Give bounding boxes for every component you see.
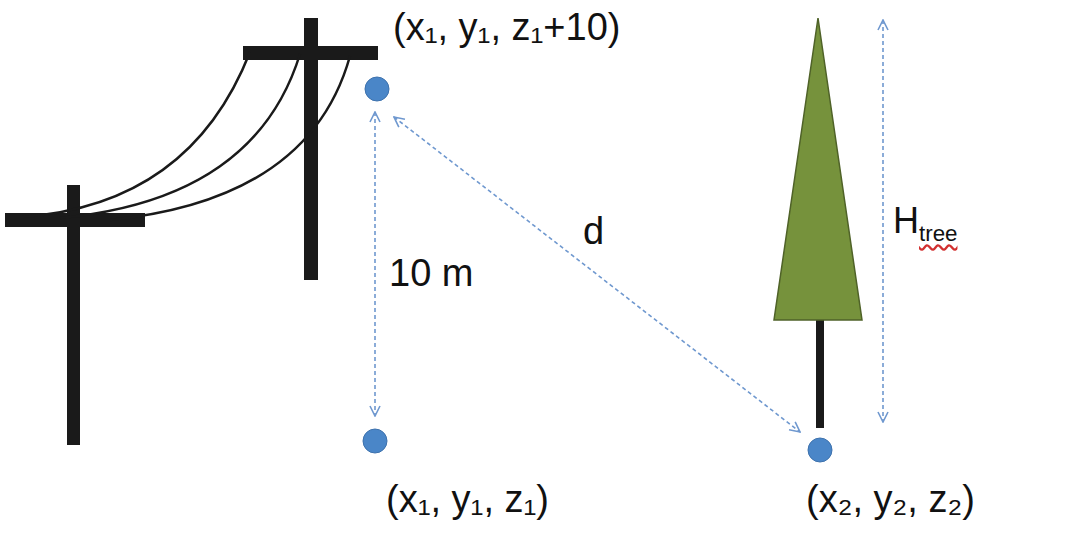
coordinate-label: (x₁, y₁, z₁+10) bbox=[393, 6, 620, 50]
point-marker bbox=[363, 429, 387, 453]
power-wires bbox=[22, 52, 350, 220]
point-marker bbox=[365, 77, 389, 101]
height-arrow bbox=[374, 112, 376, 416]
coordinate-label: (x₁, y₁, z₁) bbox=[386, 478, 549, 522]
coordinate-label: (x₂, y₂, z₂) bbox=[806, 478, 975, 522]
power-wire bbox=[110, 56, 350, 220]
point-marker bbox=[808, 438, 832, 462]
tree-crown bbox=[774, 18, 862, 320]
dimension-arrows bbox=[375, 20, 883, 432]
pole-crossarm bbox=[5, 213, 145, 227]
dimension-label: 10 m bbox=[389, 252, 473, 296]
tree bbox=[774, 18, 862, 428]
utility-pole bbox=[5, 185, 145, 445]
utility-pole bbox=[243, 18, 378, 280]
tree-trunk bbox=[816, 318, 824, 428]
pole-crossarm bbox=[243, 46, 378, 60]
distance-label: d bbox=[583, 210, 604, 254]
tree-height-arrow bbox=[882, 20, 884, 422]
dimension-label: Htree bbox=[893, 200, 957, 241]
points bbox=[363, 77, 832, 462]
power-wire bbox=[60, 54, 300, 218]
power-wire bbox=[22, 52, 250, 217]
